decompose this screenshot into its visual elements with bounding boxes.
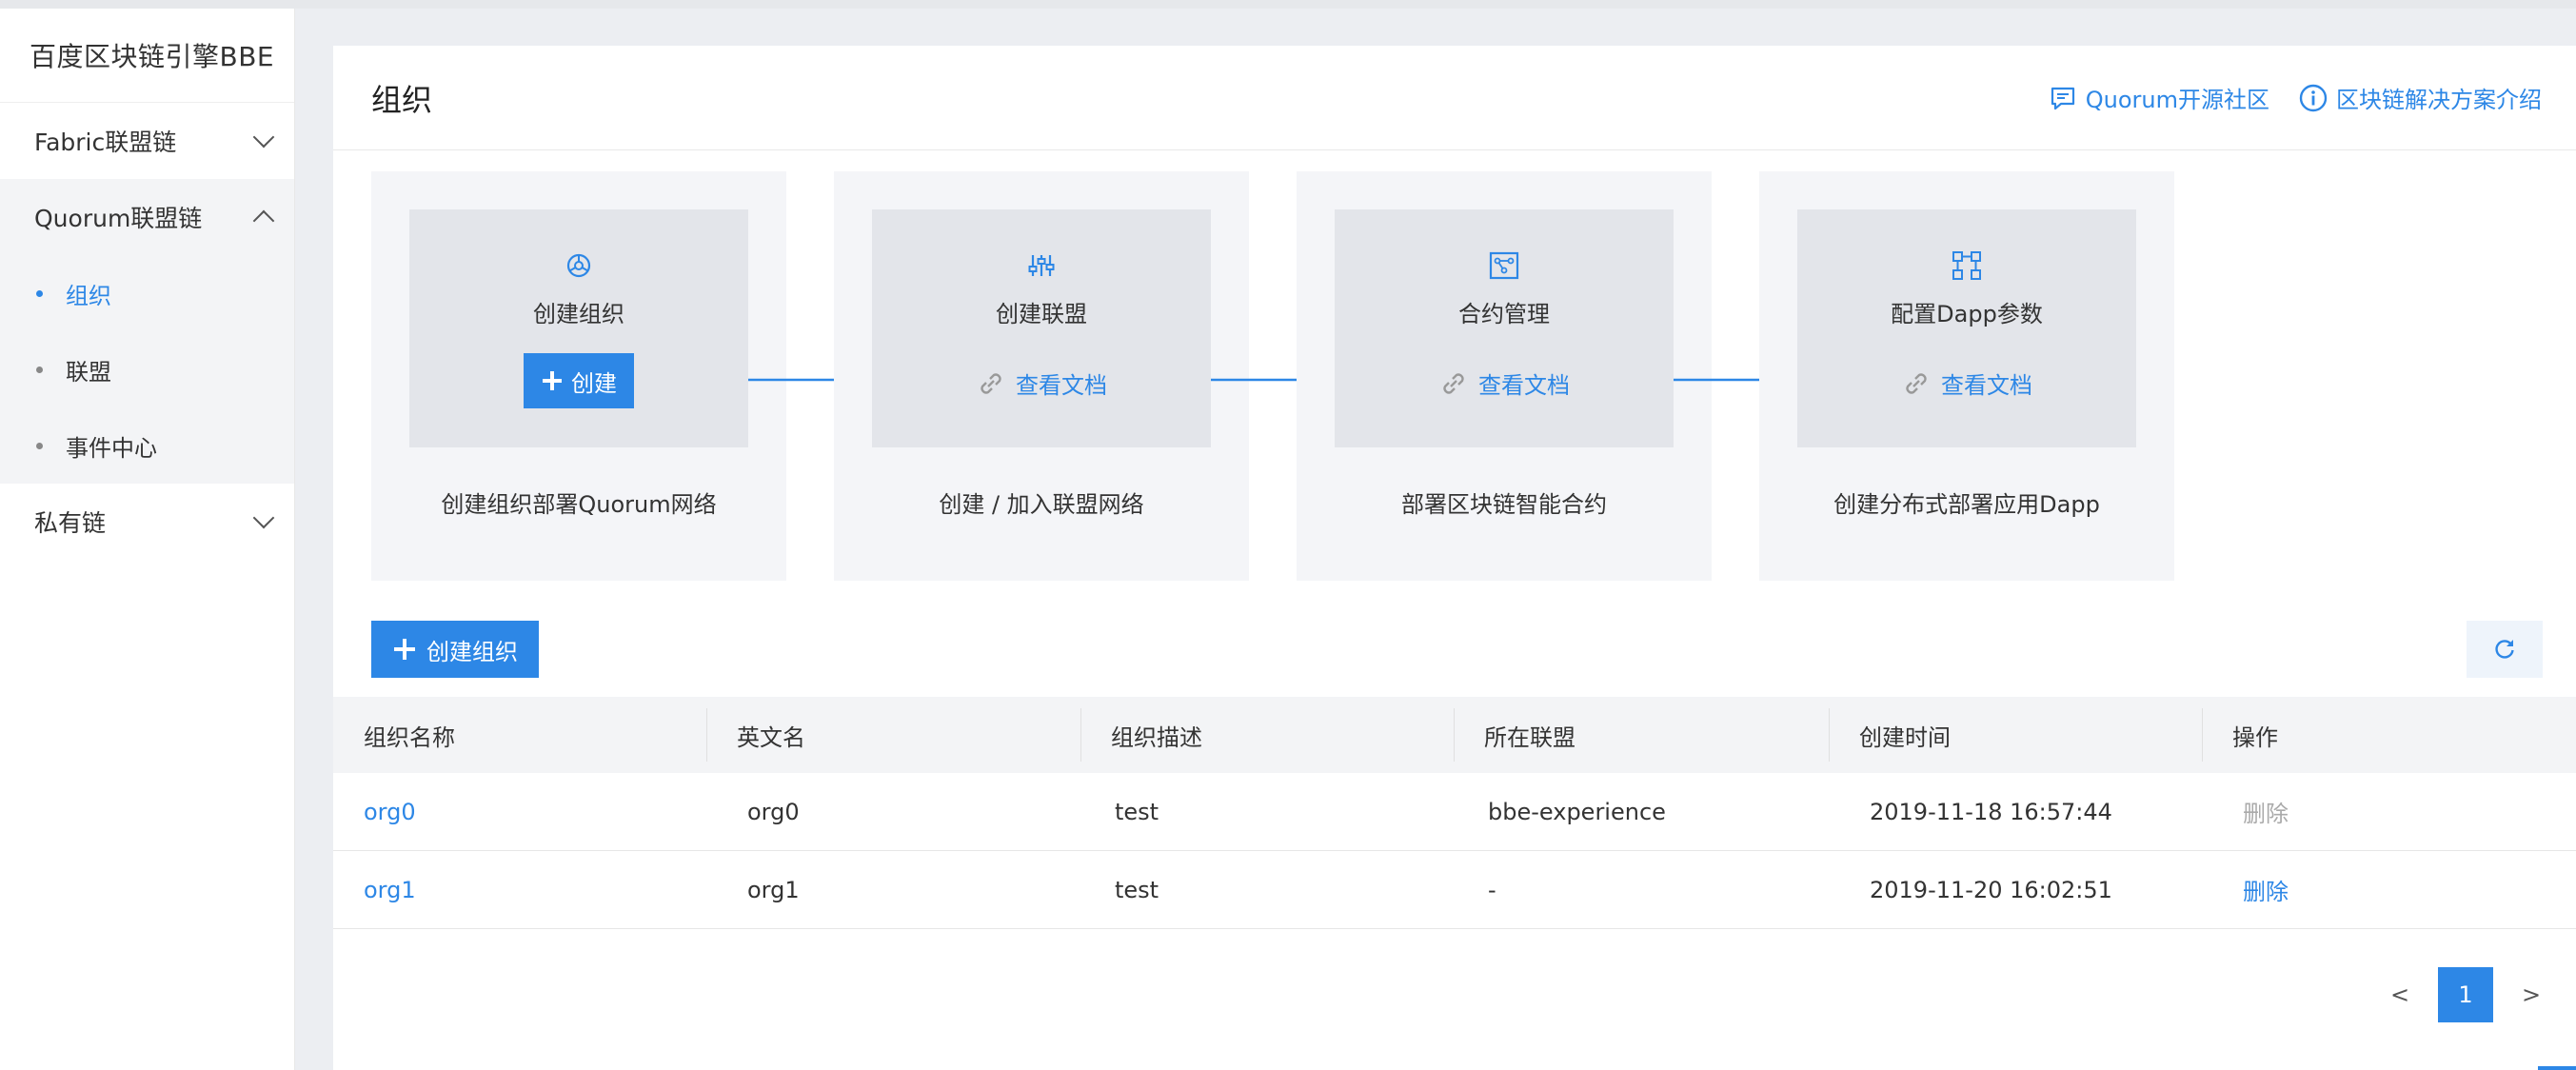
step-caption: 创建组织部署Quorum网络 [441,491,717,518]
top-strip [0,0,2576,9]
view-docs-link[interactable]: 查看文档 [1438,367,1570,400]
column-header: 组织描述 [1080,697,1454,773]
created-cell: 2019-11-20 16:02:51 [1870,876,2112,903]
column-header: 所在联盟 [1454,697,1829,773]
step-dapp-config: 配置Dapp参数 查看文档 创建分布式部署应用Dapp [1759,171,2174,581]
step-contract-mgmt: 合约管理 查看文档 部署区块链智能合约 [1297,171,1712,581]
plus-icon [394,639,415,660]
org-table: 组织名称 英文名 组织描述 所在联盟 创建时间 操作 org0 org0 tes… [333,697,2576,929]
column-header: 组织名称 [364,723,455,751]
sidebar-item-label: 事件中心 [66,434,157,462]
sidebar-item-label: 联盟 [66,358,111,386]
step-title: 创建联盟 [996,301,1087,327]
menu-group-fabric[interactable]: Fabric联盟链 [0,103,294,179]
community-link-label: Quorum开源社区 [2085,87,2269,113]
column-header: 英文名 [706,697,1080,773]
menu-group-label: Fabric联盟链 [34,129,177,156]
step-title: 合约管理 [1458,301,1550,327]
table-row: org0 org0 test bbe-experience 2019-11-18… [333,773,2576,851]
sidebar-item-org[interactable]: 组织 [0,255,294,331]
header-links: Quorum开源社区 区块链解决方案介绍 [2048,81,2542,114]
org-name-link[interactable]: org0 [364,798,416,825]
step-card: 创建组织 创建 [409,209,748,447]
view-docs-label: 查看文档 [1478,372,1570,399]
quorum-submenu: 组织 联盟 事件中心 [0,255,294,484]
link-icon [1443,372,1464,394]
sidebar-item-events[interactable]: 事件中心 [0,407,294,484]
page-header: 组织 Quorum开源社区 区块链解决方案介绍 [333,46,2576,150]
create-button[interactable]: 创建 [524,353,634,408]
en-name-cell: org1 [747,876,800,903]
solution-link-label: 区块链解决方案介绍 [2336,87,2542,113]
network-icon [566,253,591,278]
pagination: < 1 > [2381,967,2550,1022]
org-name-link[interactable]: org1 [364,876,416,903]
step-caption: 创建 / 加入联盟网络 [939,491,1144,518]
created-cell: 2019-11-18 16:57:44 [1870,798,2112,825]
prev-page-button[interactable]: < [2389,981,2410,1008]
corner-accent [2538,1066,2576,1070]
step-create-alliance: 创建联盟 查看文档 创建 / 加入联盟网络 [834,171,1249,581]
chevron-down-icon [252,126,275,149]
desc-cell: test [1115,798,1159,825]
create-org-button[interactable]: 创建组织 [371,621,539,678]
table-header: 组织名称 英文名 组织描述 所在联盟 创建时间 操作 [333,697,2576,773]
steps-flow: 创建组织 创建 创建组织部署Quorum网络 [371,171,2504,581]
next-page-button[interactable]: > [2521,981,2542,1008]
view-docs-label: 查看文档 [1941,372,2032,399]
link-icon [981,372,1001,394]
view-docs-label: 查看文档 [1016,372,1107,399]
nodes-icon [1952,251,1981,280]
delete-button[interactable]: 删除 [2243,879,2289,905]
sidebar: 百度区块链引擎BBE Fabric联盟链 Quorum联盟链 组织 联盟 事件中… [0,9,295,1070]
step-create-org: 创建组织 创建 创建组织部署Quorum网络 [371,171,786,581]
solution-link[interactable]: 区块链解决方案介绍 [2298,81,2542,114]
plus-icon [543,371,562,390]
create-org-button-label: 创建组织 [426,638,518,665]
column-header: 创建时间 [1829,697,2202,773]
page-1-button[interactable]: 1 [2438,967,2493,1022]
community-link[interactable]: Quorum开源社区 [2048,81,2269,114]
column-header: 操作 [2202,697,2576,773]
sidebar-item-alliance[interactable]: 联盟 [0,331,294,407]
brand-title: 百度区块链引擎BBE [0,9,294,103]
table-row: org1 org1 test - 2019-11-20 16:02:51 删除 [333,851,2576,929]
chevron-down-icon [252,506,275,529]
menu-group-label: 私有链 [34,509,107,537]
link-icon [1906,372,1927,394]
main-panel: 组织 Quorum开源社区 区块链解决方案介绍 [333,46,2576,1070]
bullet-icon [36,366,43,373]
page-title: 组织 [371,81,433,118]
step-title: 配置Dapp参数 [1891,301,2043,327]
desc-cell: test [1115,876,1159,903]
alliance-cell: - [1488,876,1496,903]
chat-icon [2051,87,2074,109]
alliance-cell: bbe-experience [1488,798,1666,825]
view-docs-link[interactable]: 查看文档 [976,367,1107,400]
contract-icon [1489,251,1519,280]
refresh-icon [2495,640,2514,659]
menu-group-quorum[interactable]: Quorum联盟链 [0,179,294,255]
sidebar-item-label: 组织 [66,282,111,309]
info-icon [2299,84,2328,111]
step-card: 配置Dapp参数 查看文档 [1797,209,2136,447]
menu-group-label: Quorum联盟链 [34,205,203,232]
chevron-up-icon [252,209,275,232]
sliders-icon [1028,255,1055,276]
create-button-label: 创建 [571,369,617,397]
delete-button-disabled: 删除 [2243,801,2289,827]
en-name-cell: org0 [747,798,800,825]
refresh-button[interactable] [2467,621,2543,678]
bullet-icon [36,442,43,449]
menu-group-private[interactable]: 私有链 [0,484,294,560]
step-caption: 创建分布式部署应用Dapp [1833,491,2100,518]
step-card: 合约管理 查看文档 [1335,209,1674,447]
step-caption: 部署区块链智能合约 [1401,491,1607,518]
bullet-icon [36,289,43,297]
step-card: 创建联盟 查看文档 [872,209,1211,447]
step-title: 创建组织 [533,301,624,327]
view-docs-link[interactable]: 查看文档 [1901,367,2032,400]
